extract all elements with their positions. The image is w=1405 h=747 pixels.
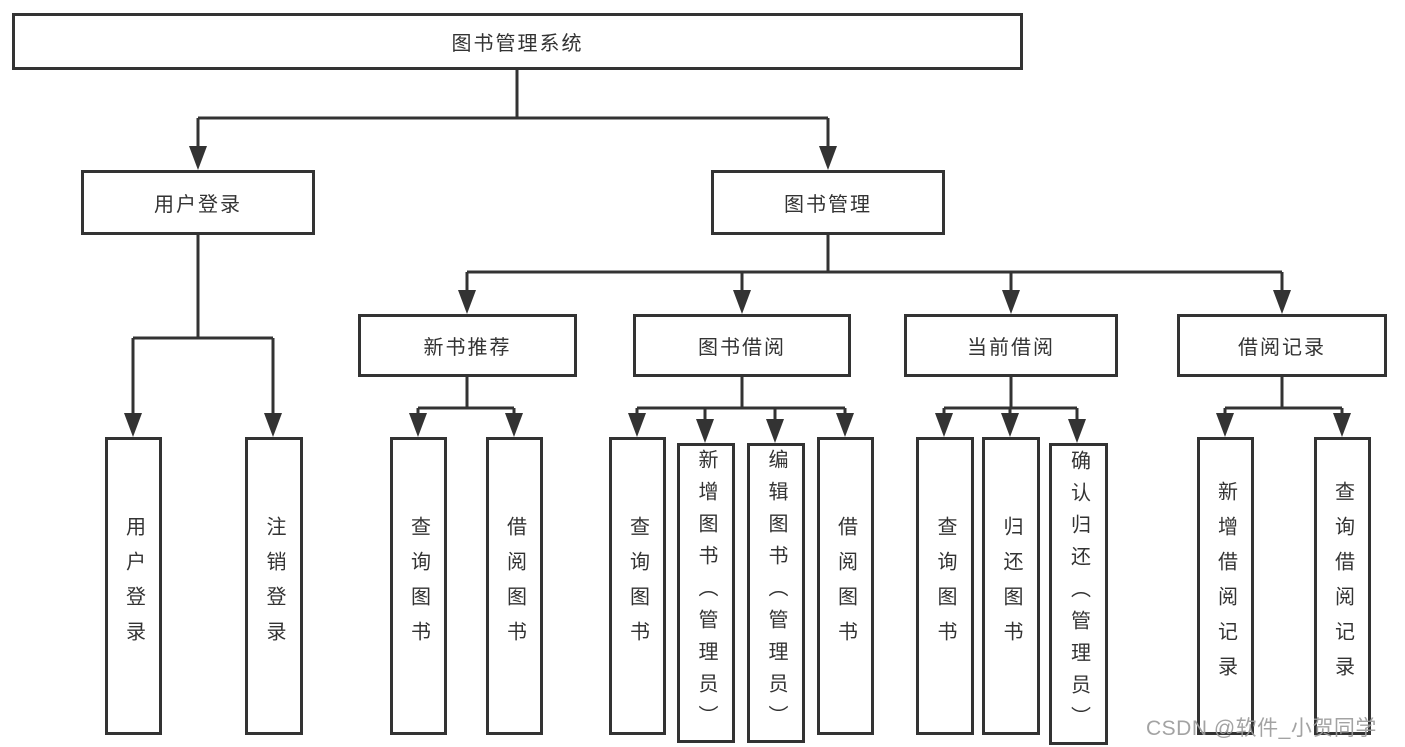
down-arrowhead-icon [1068,419,1086,443]
leaf-query-books-borrow: 查询图书 [609,437,666,735]
node-label: 查询图书 [934,516,956,656]
node-current-borrowing: 当前借阅 [904,314,1118,377]
down-arrowhead-icon [1333,413,1351,437]
node-label: 图书借阅 [698,337,786,359]
node-label: 借阅图书 [834,516,857,656]
node-new-book-recommend: 新书推荐 [358,314,577,377]
down-arrowhead-icon [1273,290,1291,314]
node-user-login: 用户登录 [81,170,315,235]
node-label: 确认归还（管理员） [1067,450,1090,738]
down-arrowhead-icon [766,419,784,443]
edges-from-borrow-records [1216,377,1351,437]
down-arrowhead-icon [1001,413,1019,437]
leaf-return-books: 归还图书 [982,437,1040,735]
node-label: 用户登录 [122,516,145,656]
leaf-borrow-books-recommend: 借阅图书 [486,437,543,735]
down-arrowhead-icon [733,290,751,314]
edges-from-user-login [124,235,282,437]
node-book-borrowing: 图书借阅 [633,314,851,377]
node-label: 编辑图书（管理员） [765,449,787,737]
node-label: 归还图书 [1000,516,1022,656]
edges-from-book-management [458,235,1291,314]
leaf-query-books-current: 查询图书 [916,437,974,735]
down-arrowhead-icon [628,413,646,437]
node-label: 查询图书 [407,516,430,656]
edges-from-new-book-recommend [409,377,523,437]
down-arrowhead-icon [458,290,476,314]
node-book-management: 图书管理 [711,170,945,235]
node-label: 新书推荐 [423,337,512,359]
edges-from-book-borrowing [628,377,854,443]
node-label: 查询图书 [626,516,649,656]
node-label: 当前借阅 [967,337,1055,359]
csdn-watermark: CSDN @软件_小贺同学 [1146,717,1377,740]
down-arrowhead-icon [1216,413,1234,437]
leaf-edit-books-admin: 编辑图书（管理员） [747,443,805,743]
leaf-logout: 注销登录 [245,437,303,735]
node-label: 查询借阅记录 [1331,481,1354,691]
node-label: 新增借阅记录 [1214,481,1237,691]
down-arrowhead-icon [124,413,142,437]
node-label: 图书管理系统 [451,33,584,55]
down-arrowhead-icon [819,146,837,170]
node-label: 新增图书（管理员） [695,449,717,737]
node-label: 图书管理 [784,194,872,216]
node-label: 借阅记录 [1238,337,1326,359]
node-library-system: 图书管理系统 [12,13,1023,70]
down-arrowhead-icon [836,413,854,437]
edges-from-root [189,70,837,170]
down-arrowhead-icon [264,413,282,437]
node-label: 注销登录 [263,516,285,656]
leaf-borrow-books: 借阅图书 [817,437,874,735]
node-borrow-records: 借阅记录 [1177,314,1387,377]
leaf-query-borrow-record: 查询借阅记录 [1314,437,1371,735]
leaf-query-books-recommend: 查询图书 [390,437,447,735]
node-label: 用户登录 [154,194,242,216]
leaf-user-login: 用户登录 [105,437,162,735]
edges-from-current-borrowing [935,377,1086,443]
leaf-add-books-admin: 新增图书（管理员） [677,443,735,743]
down-arrowhead-icon [935,413,953,437]
down-arrowhead-icon [1002,290,1020,314]
down-arrowhead-icon [409,413,427,437]
down-arrowhead-icon [505,413,523,437]
leaf-add-borrow-record: 新增借阅记录 [1197,437,1254,735]
down-arrowhead-icon [189,146,207,170]
down-arrowhead-icon [696,419,714,443]
node-label: 借阅图书 [503,516,526,656]
leaf-confirm-return-admin: 确认归还（管理员） [1049,443,1108,745]
